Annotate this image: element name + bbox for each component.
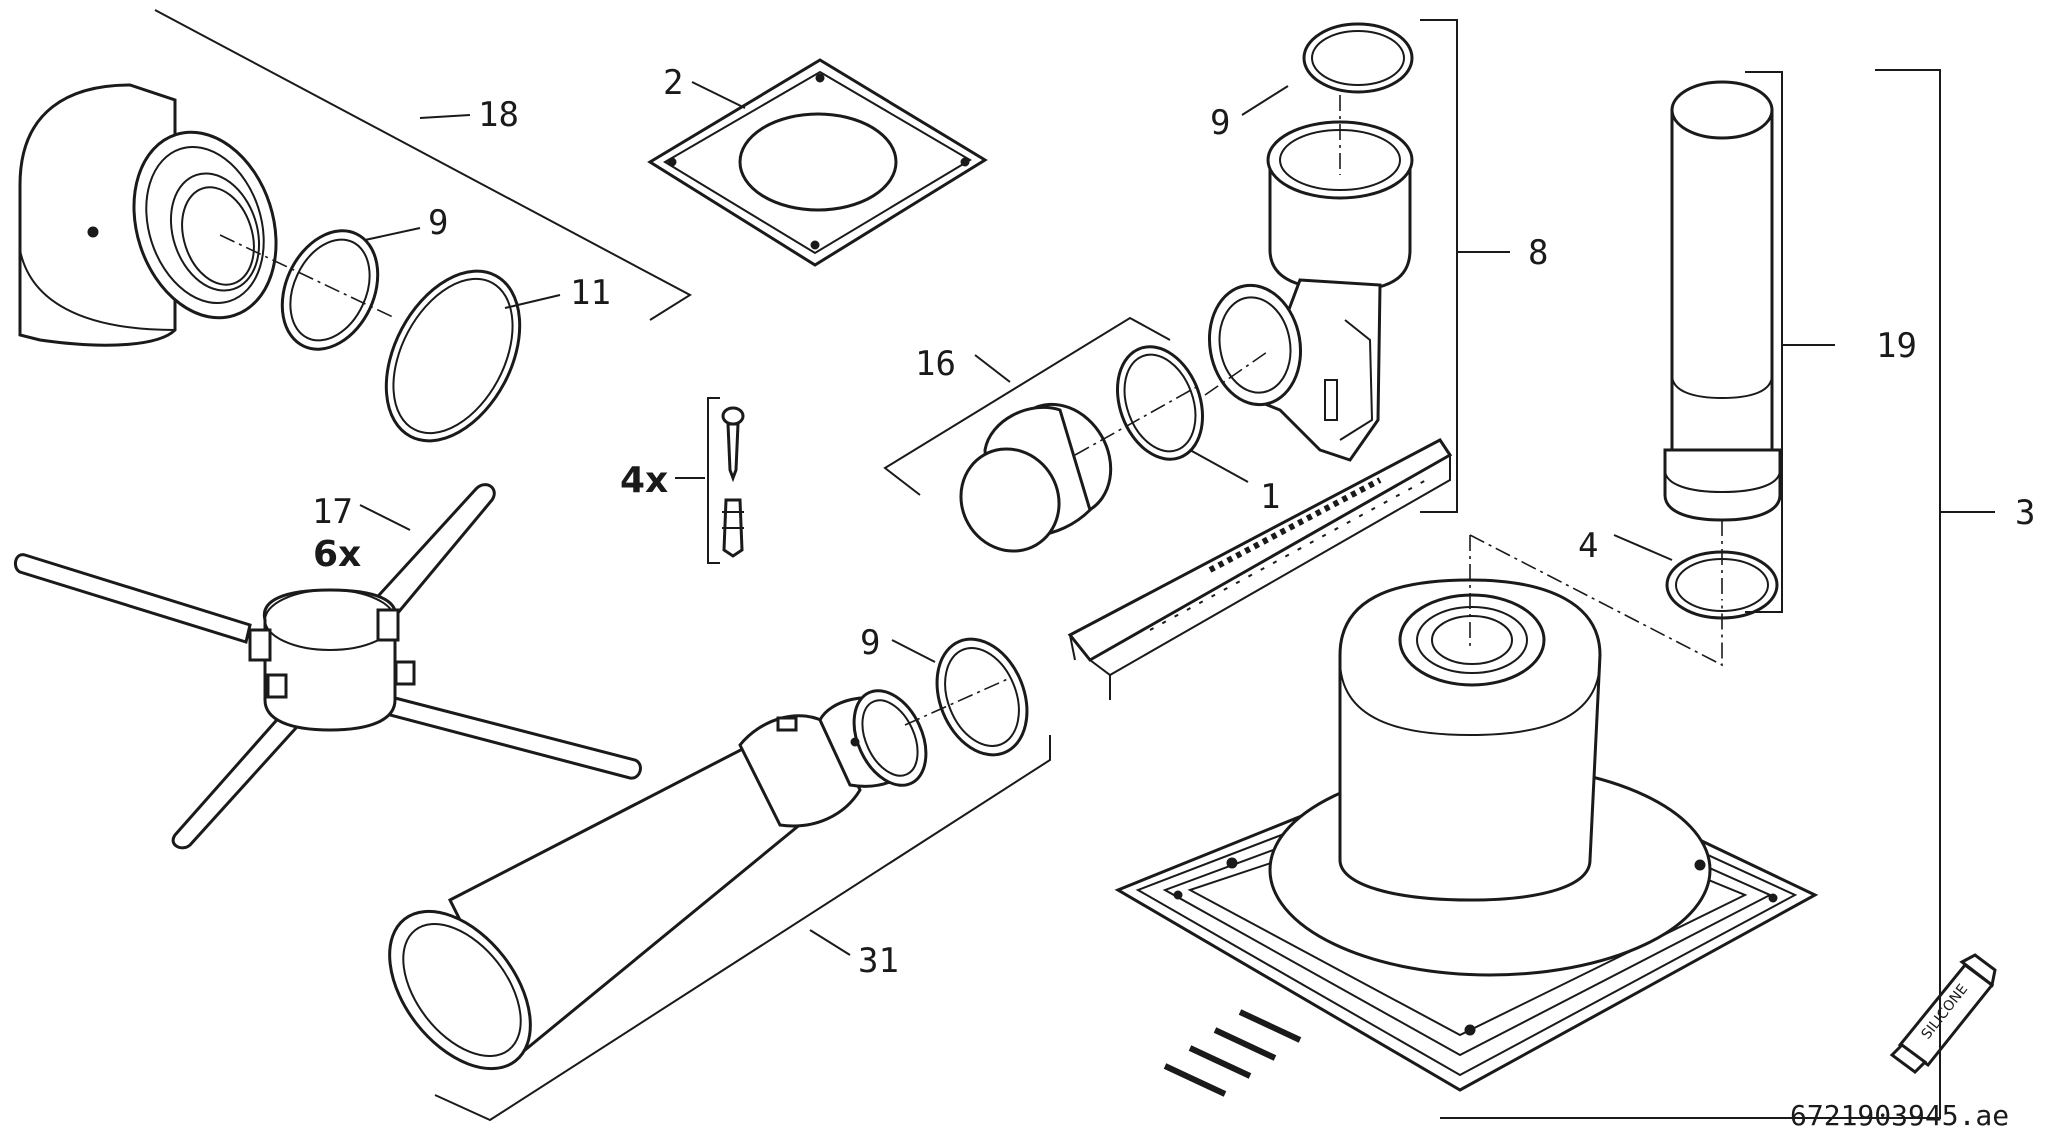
end-plug-part-16 bbox=[959, 402, 1113, 553]
label-9-top: 9 bbox=[1210, 103, 1230, 143]
figure-id: 6721903945.ae bbox=[1790, 1099, 2009, 1132]
label-31: 31 bbox=[858, 941, 899, 981]
concentric-pipe-part-31 bbox=[388, 689, 928, 1071]
seal-ring-part-9-elbow bbox=[280, 229, 380, 351]
label-16: 16 bbox=[915, 344, 956, 384]
seal-ring-part-1 bbox=[1115, 345, 1205, 461]
seal-ring-part-9-pipe bbox=[935, 637, 1029, 757]
wall-plate-part-2 bbox=[647, 58, 988, 267]
seal-ring-part-11 bbox=[384, 269, 522, 443]
screw-icon bbox=[721, 406, 745, 483]
label-17: 17 bbox=[312, 492, 353, 532]
quantity-screws: 4x bbox=[620, 460, 668, 501]
label-18: 18 bbox=[478, 95, 519, 135]
roof-support-stays-part-17 bbox=[13, 483, 642, 850]
silicone-tube: SILICONE bbox=[1889, 953, 1997, 1074]
seal-ring-part-9-top bbox=[1302, 22, 1414, 94]
label-4: 4 bbox=[1578, 526, 1598, 566]
label-9-pipe: 9 bbox=[860, 623, 880, 663]
wall-plug-icon bbox=[722, 498, 744, 558]
mounting-rail bbox=[1067, 438, 1453, 700]
flat-roof-flashing-part-3 bbox=[1114, 578, 1819, 1092]
label-2: 2 bbox=[663, 63, 683, 103]
roof-screws bbox=[1163, 1009, 1302, 1097]
label-3: 3 bbox=[2015, 493, 2035, 533]
label-19: 19 bbox=[1876, 326, 1917, 366]
extension-pipe-part-19 bbox=[1663, 80, 1782, 522]
boiler-connection-elbow-part-8 bbox=[1207, 120, 1414, 462]
label-1: 1 bbox=[1260, 477, 1280, 517]
quantity-stays: 6x bbox=[313, 534, 361, 575]
screw-and-plug-set: 4x bbox=[620, 397, 745, 564]
label-9-elbow: 9 bbox=[428, 203, 448, 243]
elbow-bend-part-18 bbox=[18, 83, 278, 347]
label-11: 11 bbox=[570, 273, 611, 313]
label-8: 8 bbox=[1528, 233, 1548, 273]
